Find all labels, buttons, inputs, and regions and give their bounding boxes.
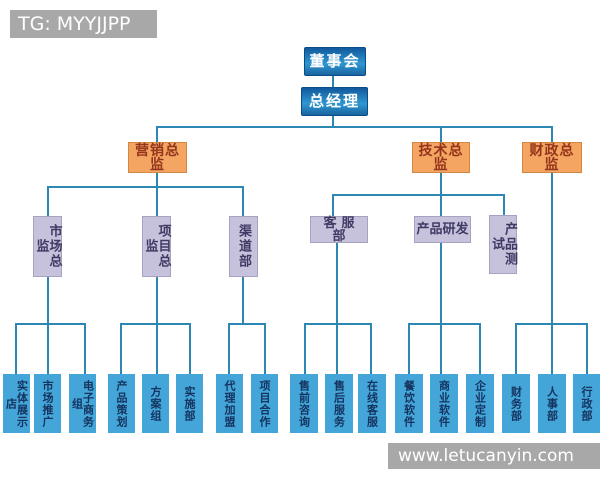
node-catering-software: 餐饮软件 [395,374,423,433]
node-admin-dept: 行政部 [573,374,600,433]
node-market-promotion: 市场推广 [34,374,61,433]
node-project-director: 项目总监 [142,216,171,277]
node-plan-group: 方案组 [142,374,169,433]
node-agency-franchise: 代理加盟 [216,374,243,433]
node-hr-dept: 人事部 [538,374,566,433]
tg-watermark: TG: MYYJJPP [10,10,157,38]
node-aftersales-service: 售后服务 [325,374,353,433]
node-channel-dept: 渠道部 [229,216,258,277]
node-customer-service-dept: 客服部 [310,216,368,243]
node-product-testing-dept: 产品测试 [489,215,517,274]
node-enterprise-customization: 企业定制 [466,374,494,433]
node-product-rd-dept: 产品研发 [414,216,471,243]
node-finance-dept: 财务部 [502,374,530,433]
node-board: 董事会 [304,47,366,76]
node-tech-director: 技术总监 [412,142,470,173]
node-project-cooperation: 项目合作 [251,374,278,433]
node-business-software: 商业软件 [430,374,458,433]
node-finance-director: 财政总监 [522,142,582,173]
node-physical-store: 实体展示店 [3,374,30,433]
node-market-director: 市场总监 [33,216,62,277]
site-watermark: www.letucanyin.com [388,443,600,469]
node-ecommerce-group: 电子商务组 [69,374,96,433]
node-marketing-director: 营销总监 [128,142,187,173]
node-product-planning: 产品策划 [108,374,135,433]
node-presales-consulting: 售前咨询 [290,374,318,433]
node-general-manager: 总经理 [301,87,368,116]
node-implementation-dept: 实施部 [176,374,203,433]
node-online-customer-service: 在线客服 [358,374,386,433]
